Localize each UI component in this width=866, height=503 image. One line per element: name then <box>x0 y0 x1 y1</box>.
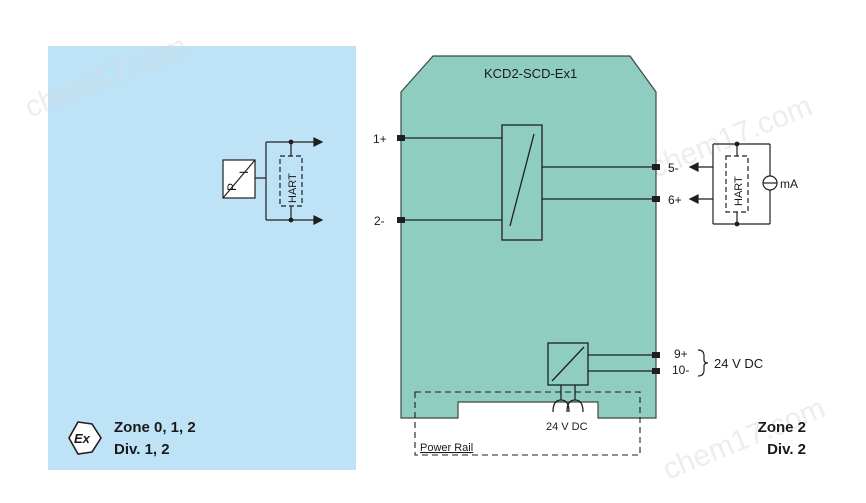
junction-dot <box>288 139 294 145</box>
field-hart-label: HART <box>287 173 299 203</box>
terminal-10-label: 10- <box>672 363 689 377</box>
terminal-6-label: 6+ <box>668 193 682 207</box>
terminal-1-label: 1+ <box>373 132 387 146</box>
terminal-5-label: 5- <box>668 161 679 175</box>
terminal-6 <box>652 196 660 202</box>
terminal-1 <box>397 135 405 141</box>
terminal-2-label: 2- <box>374 214 385 228</box>
internal-supply-label: 24 V DC <box>546 421 588 433</box>
safe-zone-line1: Zone 2 <box>758 419 806 436</box>
junction-dot <box>288 217 294 223</box>
hazardous-area-panel <box>48 46 356 470</box>
transmitter-i-label: I <box>237 171 251 174</box>
power-rail-label: Power Rail <box>420 442 473 454</box>
hazardous-zone-line1: Zone 0, 1, 2 <box>114 419 196 436</box>
terminal-5 <box>652 164 660 170</box>
watermark: chem17.com <box>658 392 830 487</box>
terminal-blocks <box>397 135 660 374</box>
terminal-9 <box>652 352 660 358</box>
terminal-10 <box>652 368 660 374</box>
junction-dot <box>734 221 740 227</box>
load-hart-label: HART <box>733 176 745 206</box>
supply-brace <box>697 349 709 377</box>
transmitter-p-label: P <box>225 183 239 191</box>
hazardous-zone-line2: Div. 1, 2 <box>114 441 170 458</box>
load-circuit <box>688 143 778 225</box>
ex-symbol-text: Ex <box>74 431 91 446</box>
power-rail-outline <box>414 391 641 456</box>
power-supply-converter <box>547 342 654 413</box>
junction-dot <box>734 141 740 147</box>
ex-icon: Ex <box>68 421 102 455</box>
supply-label: 24 V DC <box>714 356 763 371</box>
input-wiring <box>401 124 654 241</box>
module-title: KCD2-SCD-Ex1 <box>484 66 577 81</box>
terminal-9-label: 9+ <box>674 347 688 361</box>
meter-unit-label: mA <box>780 177 798 191</box>
terminal-2 <box>397 217 405 223</box>
safe-zone-line2: Div. 2 <box>767 441 806 458</box>
